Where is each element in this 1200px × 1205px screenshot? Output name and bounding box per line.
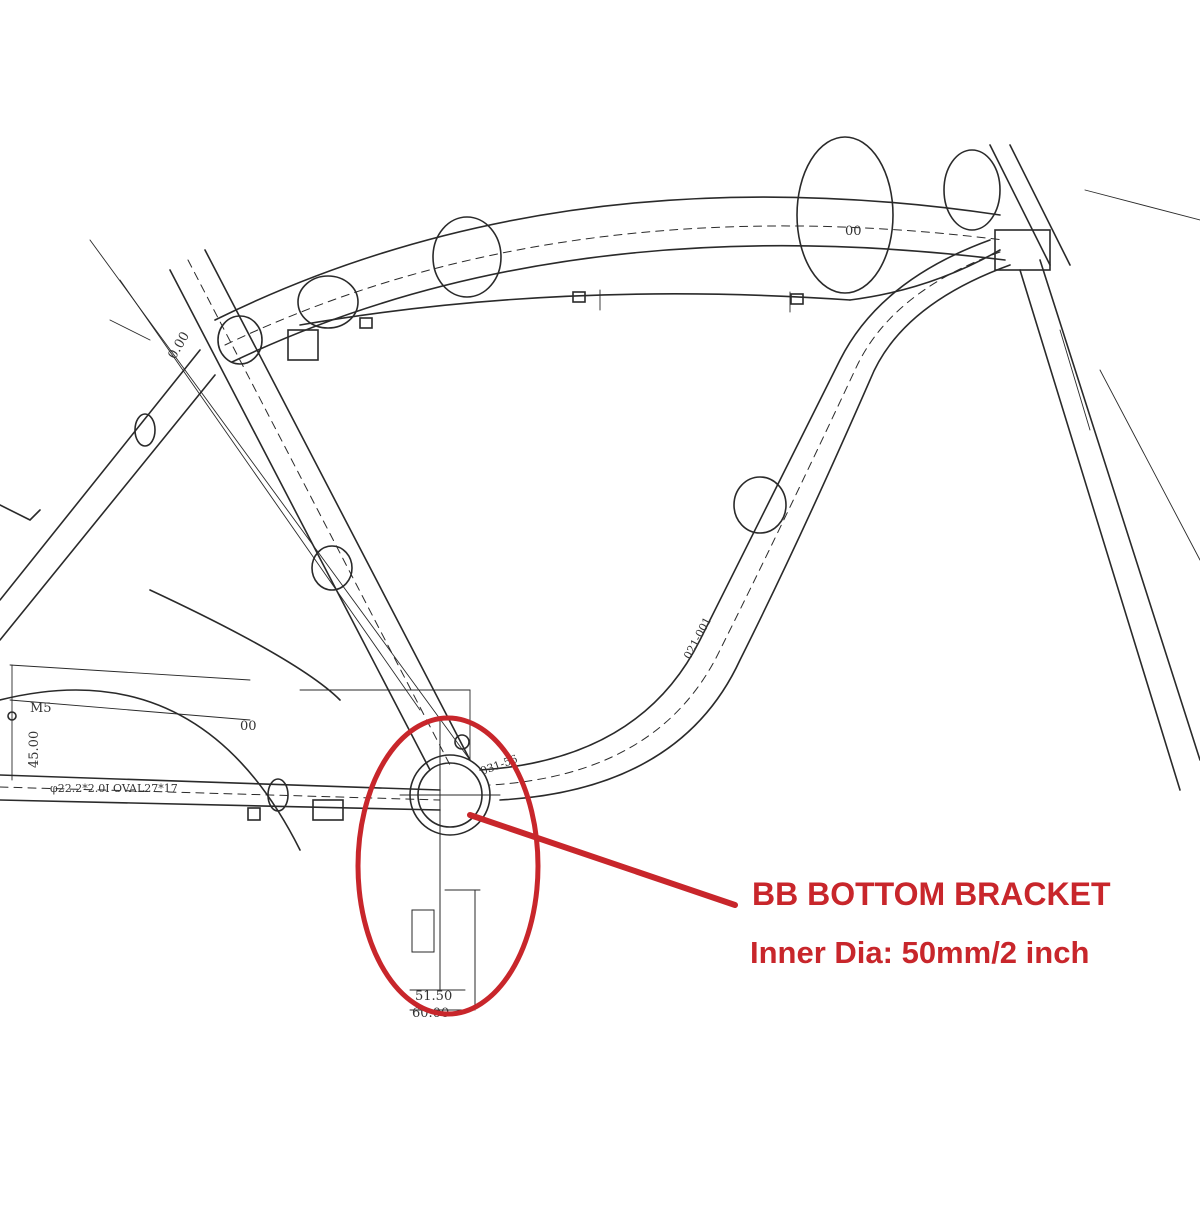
callout-ellipse <box>355 715 541 1017</box>
seat-stay <box>0 349 216 641</box>
dimension-labels: M5 45.00 φ22.2*2.0I OVAL27*17 00 0.00 51… <box>27 224 862 1021</box>
dim-00b: 00 <box>845 224 862 239</box>
dim-021: 021-001 <box>681 615 714 661</box>
dim-m5: M5 <box>30 701 52 716</box>
rear-stay <box>0 589 341 851</box>
dim-tube-spec: φ22.2*2.0I OVAL27*17 <box>50 782 178 795</box>
down-tube <box>479 239 1011 801</box>
dim-0: 0.00 <box>165 329 192 362</box>
bottom-bracket-shell <box>399 719 501 1011</box>
dim-00: 00 <box>240 719 257 734</box>
top-tube <box>214 196 1006 363</box>
bottom-bracket-callout: BB BOTTOM BRACKET Inner Dia: 50mm/2 inch <box>355 715 1111 1017</box>
callout-title: BB BOTTOM BRACKET <box>752 876 1111 912</box>
construction-lines <box>9 189 1200 781</box>
hardware-marks <box>0 229 1051 821</box>
callout-subtitle: Inner Dia: 50mm/2 inch <box>750 935 1089 970</box>
tube-sections <box>134 136 1001 812</box>
dim-45: 45.00 <box>27 731 42 768</box>
callout-pointer <box>467 812 738 908</box>
head-tube <box>989 144 1200 791</box>
dim-51-50: 51.50 <box>415 989 452 1004</box>
top-tube-lower-line <box>299 249 1001 326</box>
seat-tube <box>169 249 471 771</box>
